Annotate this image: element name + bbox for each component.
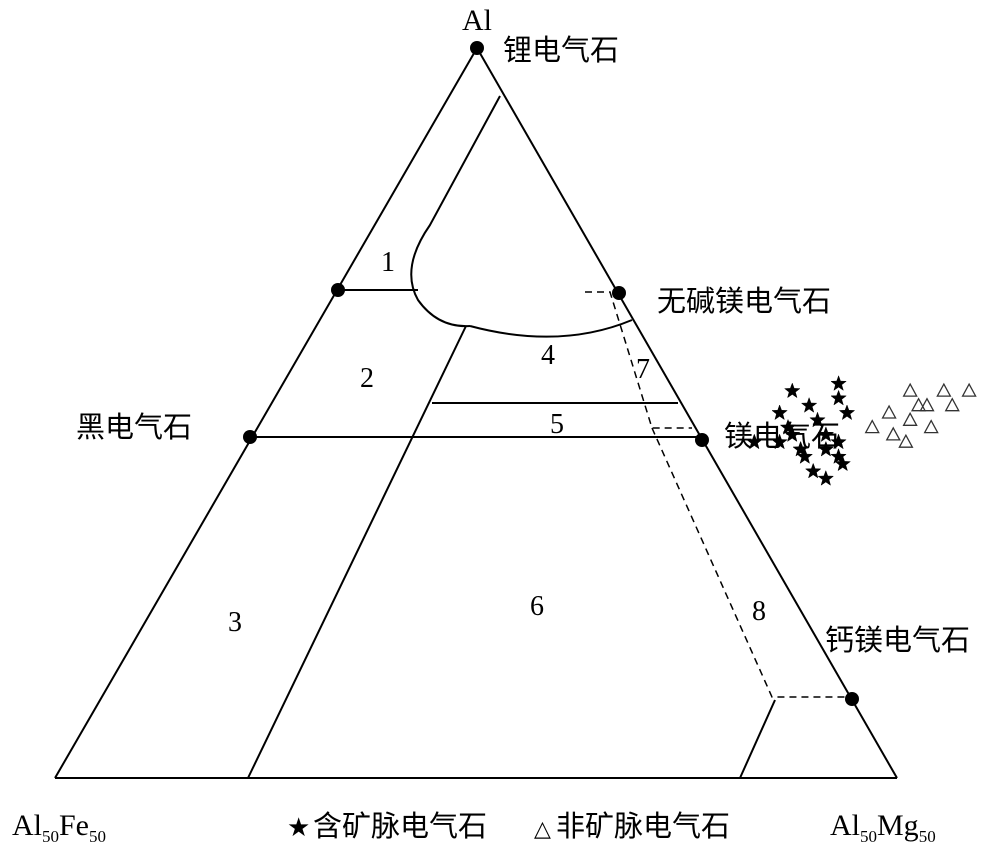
ore-vein-tourmaline-point — [830, 448, 847, 464]
elbaite-schorl-midpoint — [331, 283, 345, 297]
field-boundaries — [247, 95, 776, 779]
region-4-label: 4 — [541, 340, 555, 371]
ore-vein-tourmaline-point — [783, 426, 801, 442]
uvite-point — [845, 692, 859, 706]
ore-vein-tourmaline-point — [771, 433, 788, 450]
dashed-boundaries — [585, 291, 852, 698]
non-ore-vein-tourmaline-point — [885, 426, 901, 441]
boundary-6-8 — [739, 699, 776, 779]
non-ore-vein-tourmaline-point — [923, 419, 939, 434]
left-edge — [54, 47, 478, 779]
region-5-label: 5 — [550, 409, 564, 440]
legend-triangle-symbol: △ — [534, 817, 551, 842]
region-7-label: 7 — [636, 354, 650, 385]
ore-vein-tourmaline-point — [746, 433, 763, 450]
region-8-label: 8 — [752, 596, 766, 627]
ore-vein-tourmaline-point — [796, 448, 814, 464]
ore-vein-tourmaline-point — [817, 426, 835, 442]
uvite-label: 钙镁电气石 — [825, 623, 970, 657]
ore-vein-tourmaline-point — [834, 455, 851, 472]
vertex-bottom-right-label: Al50Mg50 — [830, 809, 936, 846]
non-ore-vein-tourmaline-point — [902, 411, 918, 426]
region-2-label: 2 — [360, 363, 374, 394]
non-ore-vein-tourmaline-point — [961, 382, 977, 397]
ore-vein-tourmaline-point — [784, 382, 801, 399]
ore-vein-tourmaline-point — [792, 440, 809, 457]
right-edge — [476, 47, 898, 779]
schorl-label: 黑电气石 — [76, 410, 192, 444]
ore-vein-tourmaline-point — [804, 462, 822, 479]
ore-vein-tourmaline-point — [779, 418, 797, 435]
elbaite-label: 锂电气石 — [503, 33, 619, 67]
non-ore-vein-tourmaline-point — [898, 433, 914, 448]
dravite-point — [695, 433, 709, 447]
end-member-points — [243, 41, 859, 706]
ternary-frame — [54, 47, 898, 779]
region-1-label: 1 — [381, 247, 395, 278]
elbaite-field-boundary — [410, 95, 501, 328]
non-ore-vein-tourmaline-point — [902, 382, 918, 397]
data-points — [746, 375, 977, 486]
dashed-boundary-upper — [585, 291, 692, 429]
region-3-label: 3 — [228, 607, 242, 638]
legend: ★ 含矿脉电气石 △ 非矿脉电气石 — [287, 809, 730, 843]
ore-vein-tourmaline-point — [817, 469, 835, 486]
schorl-point — [243, 430, 257, 444]
legend-star-symbol: ★ — [287, 813, 310, 843]
non-ore-vein-tourmaline-point — [919, 397, 935, 412]
non-ore-vein-tourmaline-point — [864, 419, 880, 434]
ore-vein-tourmaline-point — [830, 375, 847, 391]
ore-vein-tourmaline-point — [830, 433, 847, 450]
dashed-boundary-lower — [651, 427, 852, 698]
non-ore-vein-tourmaline-point — [881, 404, 897, 419]
ore-vein-tourmaline-point — [817, 440, 835, 457]
non-ore-vein-tourmaline-point — [910, 397, 927, 412]
boundary-3-6 — [247, 325, 467, 779]
ore-vein-tourmaline-point — [800, 396, 818, 413]
non-ore-vein-tourmaline-point — [944, 397, 960, 412]
elbaite-point — [470, 41, 484, 55]
legend-star-label: 含矿脉电气石 — [313, 809, 487, 843]
vertex-bottom-left-label: Al50Fe50 — [12, 809, 106, 846]
legend-triangle-label: 非矿脉电气石 — [556, 809, 730, 843]
vertex-top-label: Al — [462, 4, 492, 37]
region-6-label: 6 — [530, 591, 544, 622]
ore-vein-tourmaline-point — [771, 404, 788, 421]
non-ore-vein-tourmaline-point — [936, 382, 952, 397]
foitite-upper-boundary — [469, 319, 633, 338]
ore-vein-tourmaline-point — [809, 411, 826, 428]
ore-vein-tourmaline-point — [830, 389, 847, 406]
foitite-point — [612, 286, 626, 300]
foitite-label: 无碱镁电气石 — [657, 284, 831, 318]
ore-vein-tourmaline-point — [838, 404, 856, 421]
